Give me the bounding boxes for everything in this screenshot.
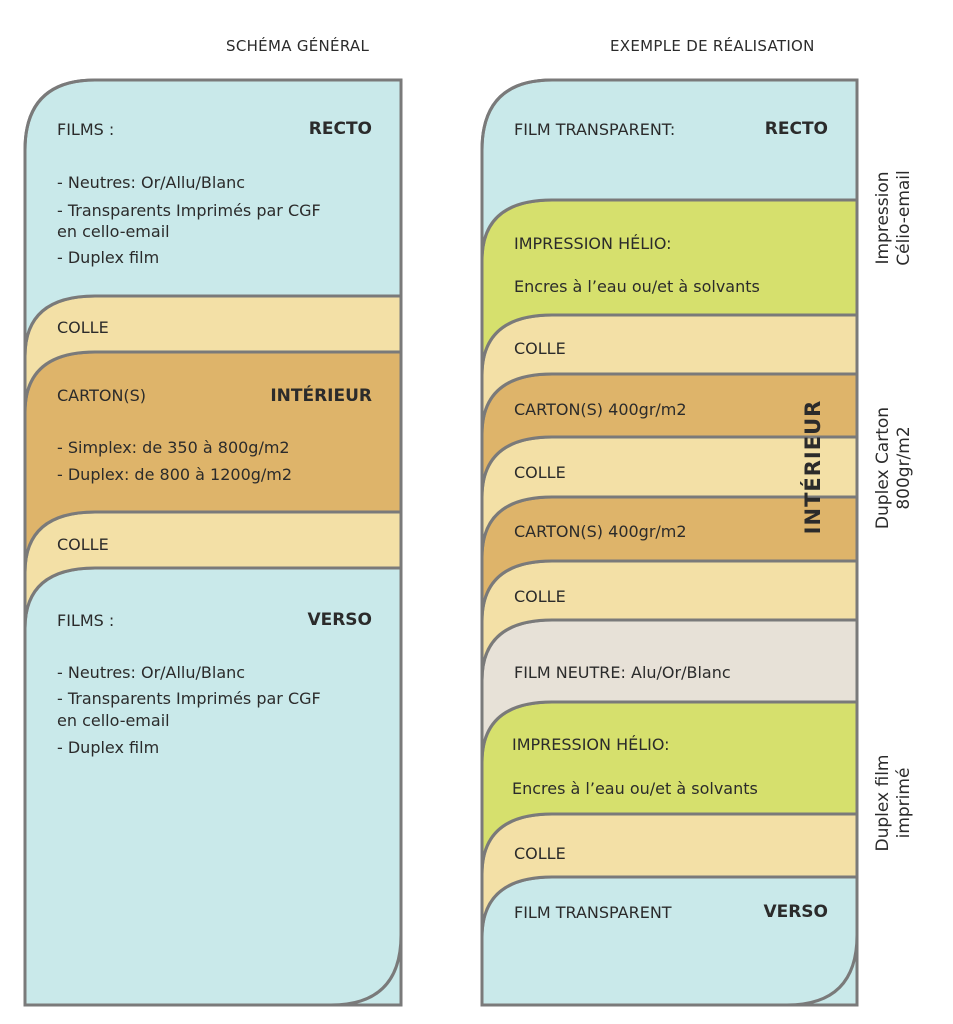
left-recto-item-3: en cello-email (57, 222, 170, 241)
right-print-top-label: IMPRESSION HÉLIO: (514, 234, 672, 253)
left-recto-item-4: - Duplex film (57, 248, 160, 267)
left-verso-item-3: en cello-email (57, 711, 170, 730)
left-interior-side: INTÉRIEUR (270, 386, 372, 406)
right-print-bottom-sub: Encres à l’eau ou/et à solvants (512, 779, 758, 798)
impression-side-label-line-2: Célio-email (894, 170, 914, 266)
left-column-outline (23, 78, 403, 1007)
duplex-film-side-label: Duplex film imprimé (873, 755, 916, 852)
left-recto-label: FILMS : (57, 120, 115, 139)
right-glue-1-label: COLLE (514, 339, 566, 358)
right-board-1-label: CARTON(S) 400gr/m2 (514, 400, 687, 419)
right-film-top-label: FILM TRANSPARENT: (514, 120, 676, 139)
right-print-top-sub: Encres à l’eau ou/et à solvants (514, 277, 760, 296)
left-verso-item-2: - Transparents Imprimés par CGF (57, 689, 321, 708)
right-glue-2-label: COLLE (514, 463, 566, 482)
left-recto-side: RECTO (308, 119, 372, 139)
right-glue-3-label: COLLE (514, 587, 566, 606)
duplex-film-side-label-line-1: Duplex film (872, 754, 893, 852)
duplex-carton-side-label-line-2: 800gr/m2 (894, 426, 914, 510)
left-interior-label: CARTON(S) (57, 386, 147, 405)
right-print-bottom-label: IMPRESSION HÉLIO: (512, 735, 670, 754)
impression-side-label: Impression Célio-email (873, 170, 916, 266)
right-film-bottom-side: VERSO (763, 902, 828, 922)
left-interior-item-2: - Duplex: de 800 à 1200g/m2 (57, 465, 293, 484)
left-verso-label: FILMS : (57, 611, 115, 630)
right-glue-4-label: COLLE (514, 844, 566, 863)
left-verso-item-1: - Neutres: Or/Allu/Blanc (57, 663, 246, 682)
left-glue-bottom-label: COLLE (57, 535, 109, 554)
left-verso-film-layer (23, 566, 403, 1007)
right-board-2-label: CARTON(S) 400gr/m2 (514, 522, 687, 541)
left-heading: SCHÉMA GÉNÉRAL (226, 37, 370, 55)
right-film-bottom-label: FILM TRANSPARENT (514, 903, 672, 922)
left-verso-side: VERSO (307, 610, 372, 630)
left-interior-item-1: - Simplex: de 350 à 800g/m2 (57, 438, 290, 457)
duplex-film-side-label-line-2: imprimé (894, 767, 914, 839)
right-film-bottom-layer (480, 875, 859, 1007)
left-recto-item-2: - Transparents Imprimés par CGF (57, 201, 321, 220)
duplex-carton-side-label-line-1: Duplex Carton (872, 406, 893, 530)
right-column-outline (480, 78, 859, 1007)
left-recto-item-1: - Neutres: Or/Allu/Blanc (57, 173, 246, 192)
left-glue-top-label: COLLE (57, 318, 109, 337)
right-neutral-film-label: FILM NEUTRE: Alu/Or/Blanc (514, 663, 731, 682)
duplex-carton-side-label: Duplex Carton 800gr/m2 (873, 407, 916, 529)
right-interior-vertical-label: INTÉRIEUR (801, 399, 825, 535)
left-verso-item-4: - Duplex film (57, 738, 160, 757)
right-heading: EXEMPLE DE RÉALISATION (610, 37, 815, 55)
impression-side-label-line-1: Impression (872, 171, 893, 265)
right-film-top-side: RECTO (764, 119, 828, 139)
